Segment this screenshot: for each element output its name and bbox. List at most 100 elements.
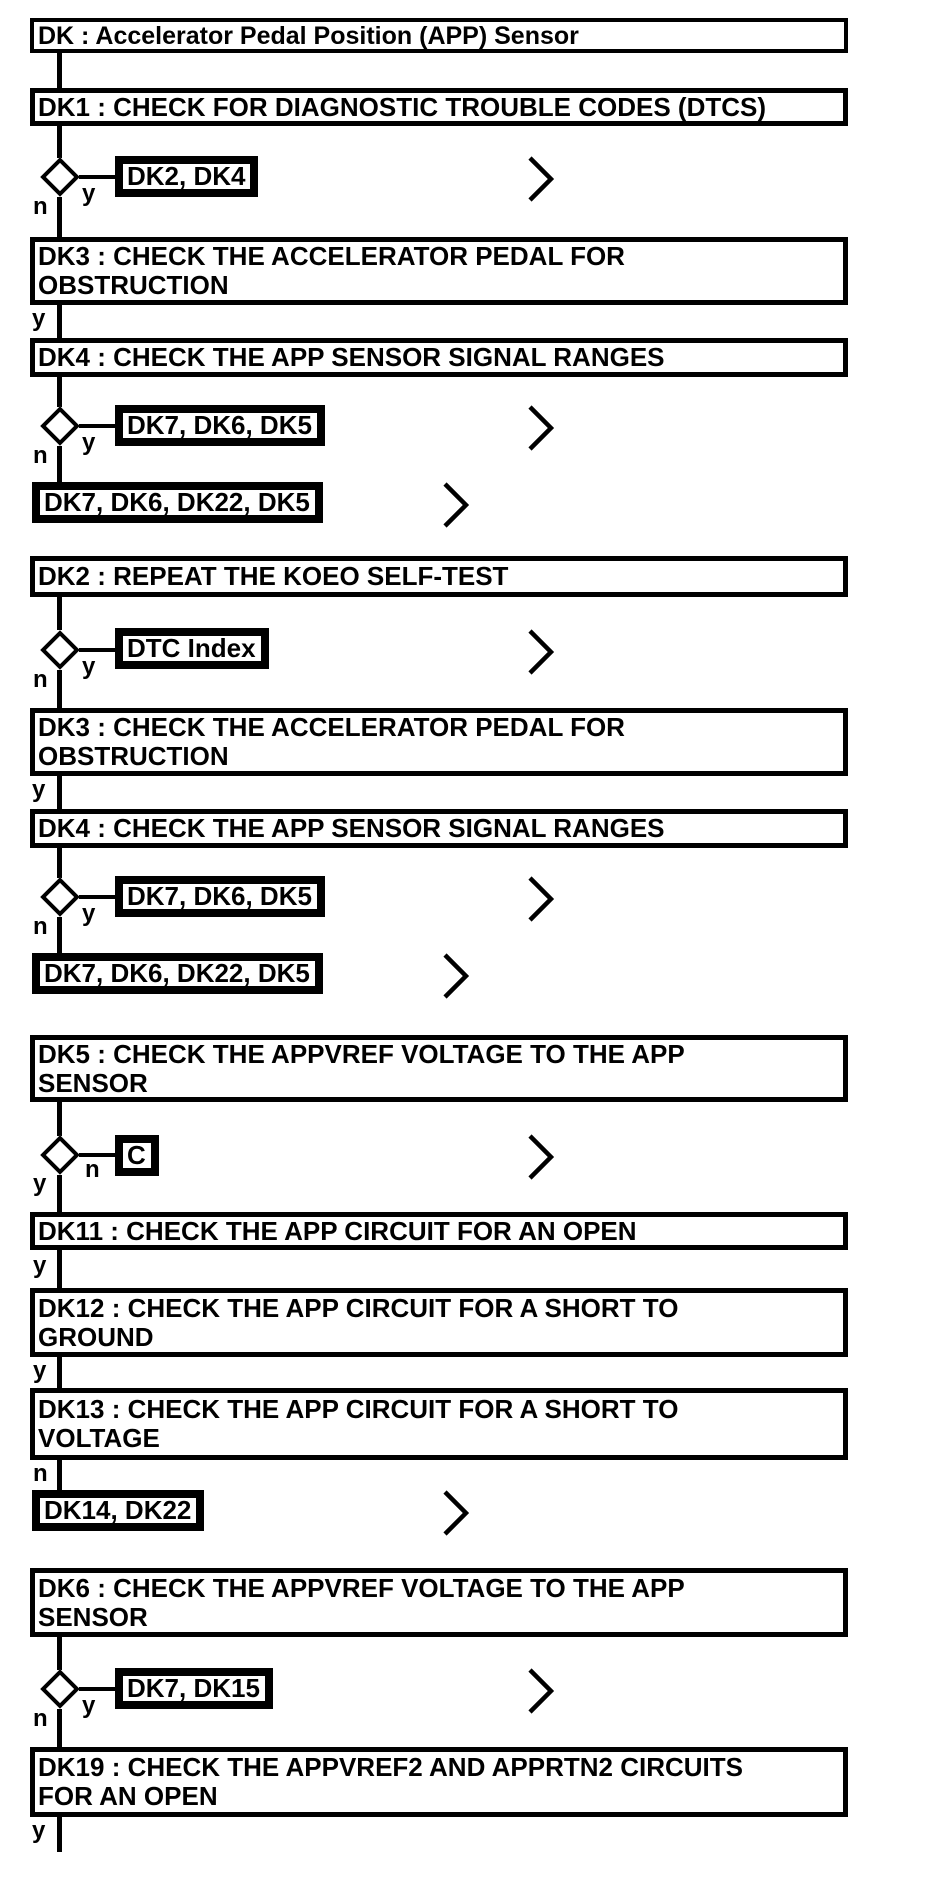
decision-diamond xyxy=(40,1135,80,1175)
continue-chevron-icon[interactable] xyxy=(528,405,554,451)
connector-vertical xyxy=(57,1357,62,1388)
reference-text: DK7, DK6, DK5 xyxy=(127,881,312,911)
reference-text: DK7, DK6, DK22, DK5 xyxy=(44,487,310,517)
connector-vertical xyxy=(57,197,62,237)
connector-horizontal xyxy=(79,175,116,179)
reference-text: DK7, DK6, DK5 xyxy=(127,410,312,440)
step-text: DK13 : CHECK THE APP CIRCUIT FOR A SHORT… xyxy=(38,1394,679,1424)
step-text: SENSOR xyxy=(38,1601,148,1632)
continue-chevron-icon[interactable] xyxy=(443,1490,469,1536)
step-text: DK6 : CHECK THE APPVREF VOLTAGE TO THE A… xyxy=(38,1572,685,1603)
reference-box-dk7-dk6-dk5[interactable]: DK7, DK6, DK5 xyxy=(115,405,325,446)
reference-box-dk7-dk6-dk22-dk5[interactable]: DK7, DK6, DK22, DK5 xyxy=(32,953,323,994)
reference-box-dk7-dk6-dk5[interactable]: DK7, DK6, DK5 xyxy=(115,876,325,917)
connector-vertical xyxy=(57,1709,62,1747)
branch-label-yes: y xyxy=(32,1817,46,1844)
reference-text: C xyxy=(127,1140,146,1170)
branch-label-no: n xyxy=(33,1460,48,1487)
connector-horizontal xyxy=(79,1687,116,1691)
connector-horizontal xyxy=(79,1153,116,1157)
flowchart-title: DK : Accelerator Pedal Position (APP) Se… xyxy=(38,21,579,50)
connector-vertical xyxy=(57,305,62,338)
continue-chevron-icon[interactable] xyxy=(443,953,469,999)
step-box-dk4: DK4 : CHECK THE APP SENSOR SIGNAL RANGES xyxy=(30,809,848,848)
step-text: DK19 : CHECK THE APPVREF2 AND APPRTN2 CI… xyxy=(38,1752,743,1782)
branch-label-yes: y xyxy=(82,429,96,456)
continue-chevron-icon[interactable] xyxy=(443,482,469,528)
reference-text: DK7, DK6, DK22, DK5 xyxy=(44,958,310,988)
step-text: DK11 : CHECK THE APP CIRCUIT FOR AN OPEN xyxy=(38,1215,637,1246)
branch-label-yes: y xyxy=(32,305,46,332)
branch-label-yes: y xyxy=(33,1357,47,1384)
step-box-dk3: DK3 : CHECK THE ACCELERATOR PEDAL FOR OB… xyxy=(30,708,848,776)
reference-text: DK14, DK22 xyxy=(44,1495,192,1525)
step-box-dk19: DK19 : CHECK THE APPVREF2 AND APPRTN2 CI… xyxy=(30,1747,848,1817)
step-text: SENSOR xyxy=(38,1067,148,1098)
continue-chevron-icon[interactable] xyxy=(528,156,554,202)
flowchart-title-box: DK : Accelerator Pedal Position (APP) Se… xyxy=(30,18,848,53)
connector-vertical xyxy=(57,53,62,88)
connector-horizontal xyxy=(79,895,116,899)
step-text: DK3 : CHECK THE ACCELERATOR PEDAL FOR xyxy=(38,712,625,742)
step-text: DK3 : CHECK THE ACCELERATOR PEDAL FOR xyxy=(38,241,625,271)
branch-label-no: n xyxy=(33,913,48,940)
step-box-dk4: DK4 : CHECK THE APP SENSOR SIGNAL RANGES xyxy=(30,338,848,377)
reference-box-dk2-dk4[interactable]: DK2, DK4 xyxy=(115,156,259,197)
connector-vertical xyxy=(57,848,62,878)
connector-vertical xyxy=(57,446,62,482)
connector-vertical xyxy=(57,917,62,953)
decision-diamond xyxy=(40,877,80,917)
step-box-dk12: DK12 : CHECK THE APP CIRCUIT FOR A SHORT… xyxy=(30,1288,848,1357)
branch-label-no: n xyxy=(85,1156,100,1183)
step-text: VOLTAGE xyxy=(38,1423,160,1453)
step-text: DK2 : REPEAT THE KOEO SELF-TEST xyxy=(38,561,509,591)
continue-chevron-icon[interactable] xyxy=(528,629,554,675)
connector-vertical xyxy=(57,597,62,630)
step-text: GROUND xyxy=(38,1321,154,1352)
connector-vertical xyxy=(57,1460,62,1490)
reference-box-dk7-dk6-dk22-dk5[interactable]: DK7, DK6, DK22, DK5 xyxy=(32,482,323,523)
step-box-dk11: DK11 : CHECK THE APP CIRCUIT FOR AN OPEN xyxy=(30,1212,848,1250)
step-text: DK12 : CHECK THE APP CIRCUIT FOR A SHORT… xyxy=(38,1292,679,1323)
reference-box-dk14-dk22[interactable]: DK14, DK22 xyxy=(32,1490,205,1531)
reference-box-dk7-dk15[interactable]: DK7, DK15 xyxy=(115,1668,273,1709)
step-box-dk3: DK3 : CHECK THE ACCELERATOR PEDAL FOR OB… xyxy=(30,237,848,305)
step-box-dk13: DK13 : CHECK THE APP CIRCUIT FOR A SHORT… xyxy=(30,1388,848,1460)
branch-label-yes: y xyxy=(82,900,96,927)
connector-vertical xyxy=(57,377,62,407)
branch-label-no: n xyxy=(33,193,48,220)
branch-label-yes: y xyxy=(82,1692,96,1719)
connector-vertical xyxy=(57,126,62,158)
step-text: DK1 : CHECK FOR DIAGNOSTIC TROUBLE CODES… xyxy=(38,91,766,122)
continue-chevron-icon[interactable] xyxy=(528,876,554,922)
branch-label-yes: y xyxy=(33,1170,47,1197)
branch-label-yes: y xyxy=(33,1252,47,1279)
step-box-dk2: DK2 : REPEAT THE KOEO SELF-TEST xyxy=(30,556,848,597)
decision-diamond xyxy=(40,1669,80,1709)
reference-text: DK2, DK4 xyxy=(127,161,246,191)
branch-label-yes: y xyxy=(32,776,46,803)
continue-chevron-icon[interactable] xyxy=(528,1134,554,1180)
reference-text: DTC Index xyxy=(127,633,256,663)
step-box-dk6: DK6 : CHECK THE APPVREF VOLTAGE TO THE A… xyxy=(30,1568,848,1637)
step-text: OBSTRUCTION xyxy=(38,741,229,771)
branch-label-no: n xyxy=(33,1705,48,1732)
connector-vertical xyxy=(57,1250,62,1288)
reference-box-dtc-index[interactable]: DTC Index xyxy=(115,628,269,669)
connector-vertical xyxy=(57,1637,62,1670)
step-box-dk5: DK5 : CHECK THE APPVREF VOLTAGE TO THE A… xyxy=(30,1035,848,1102)
branch-label-yes: y xyxy=(82,653,96,680)
reference-text: DK7, DK15 xyxy=(127,1673,260,1703)
decision-diamond xyxy=(40,157,80,197)
branch-label-no: n xyxy=(33,442,48,469)
step-text: FOR AN OPEN xyxy=(38,1781,218,1811)
reference-box-c[interactable]: C xyxy=(115,1135,159,1176)
step-text: DK4 : CHECK THE APP SENSOR SIGNAL RANGES xyxy=(38,342,665,372)
step-text: OBSTRUCTION xyxy=(38,270,229,300)
step-text: DK4 : CHECK THE APP SENSOR SIGNAL RANGES xyxy=(38,813,665,843)
step-text: DK5 : CHECK THE APPVREF VOLTAGE TO THE A… xyxy=(38,1038,685,1069)
connector-vertical xyxy=(57,1817,62,1852)
continue-chevron-icon[interactable] xyxy=(528,1668,554,1714)
connector-vertical xyxy=(57,1102,62,1136)
